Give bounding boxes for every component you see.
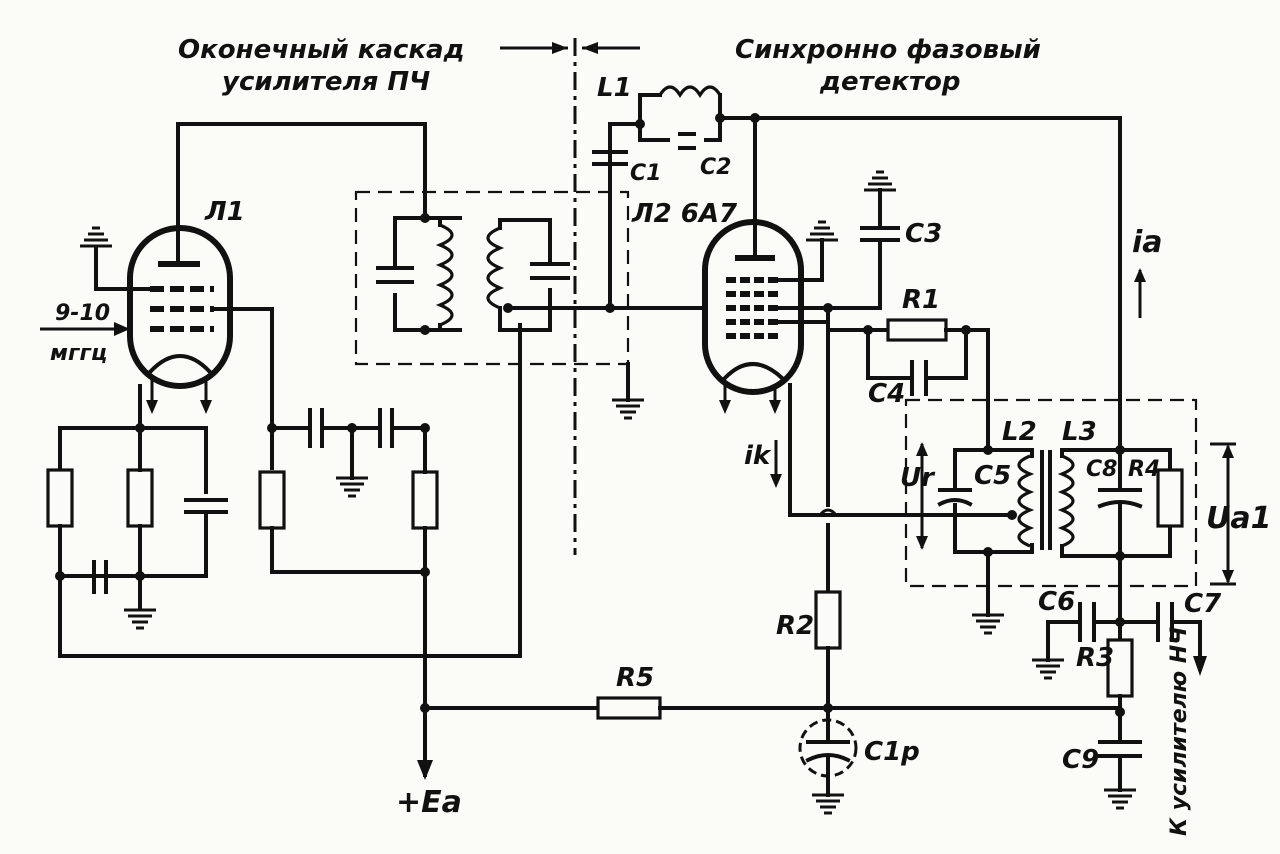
ground-icon: [612, 398, 644, 420]
label-c3: C3: [905, 219, 942, 249]
resistor-r1: [886, 318, 948, 342]
resistor-r4: [1156, 468, 1184, 528]
ground-icon: [806, 220, 838, 242]
ground-icon: [972, 613, 1004, 635]
resistor-r5: [596, 696, 662, 720]
ground-icon: [812, 793, 844, 815]
supply-arrow-icon: [417, 760, 433, 780]
screen-resistor: [258, 470, 286, 530]
label-r3: R3: [1076, 643, 1114, 673]
label-c4: C4: [868, 379, 905, 409]
tube-l2-label: Л2 6А7: [631, 199, 738, 229]
heading-right-line2: детектор: [819, 67, 961, 97]
cathode-resistor-b: [126, 468, 154, 528]
label-l1: L1: [597, 73, 632, 103]
label-l2: L2: [1002, 417, 1037, 447]
label-c1p: C1p: [864, 737, 920, 767]
label-l3: L3: [1062, 417, 1097, 447]
decoupling-resistor: [411, 470, 439, 530]
cathode-resistor-a: [46, 468, 74, 528]
detector-transformer-shield: [904, 398, 1198, 588]
label-r4: R4: [1128, 457, 1160, 482]
tube-l1-label: Л1: [204, 197, 245, 227]
detector-transformer: [937, 445, 1184, 561]
input-unit: мггц: [50, 341, 107, 366]
ground-icon: [1104, 788, 1136, 810]
label-ur: Ur: [900, 463, 936, 493]
label-c7: C7: [1184, 589, 1222, 619]
resistor-r2: [814, 590, 842, 650]
label-ea: +Ea: [396, 785, 462, 820]
label-c2: C2: [700, 155, 731, 180]
label-c1: C1: [630, 161, 661, 186]
heading-left-line1: Оконечный каскад: [178, 35, 465, 65]
ground-icon: [864, 170, 896, 192]
ground-icon: [124, 608, 156, 630]
label-r2: R2: [776, 611, 814, 641]
input-frequency: 9-10: [55, 301, 110, 326]
tube-l1: [127, 225, 233, 389]
heading-right-line1: Синхронно фазовый: [735, 35, 1041, 65]
if-transformer: [376, 213, 570, 335]
label-c5: C5: [974, 461, 1011, 491]
label-ia: ia: [1132, 225, 1163, 260]
label-c9: C9: [1062, 745, 1099, 775]
resistor-r3: [1106, 638, 1134, 698]
if-transformer-shield: [354, 190, 630, 366]
heading-left-line2: усилителя ПЧ: [222, 67, 430, 97]
ground-icon: [1032, 658, 1064, 680]
label-ik: ik: [744, 441, 772, 471]
label-output: К усилителю НЧ: [1167, 627, 1192, 836]
ground-icon: [336, 476, 368, 498]
label-c6: C6: [1038, 587, 1075, 617]
label-r5: R5: [616, 663, 654, 693]
label-r1: R1: [902, 285, 940, 315]
ground-icon: [80, 226, 112, 248]
label-c8: C8: [1086, 457, 1117, 482]
label-ua1: Ua1: [1206, 501, 1271, 536]
